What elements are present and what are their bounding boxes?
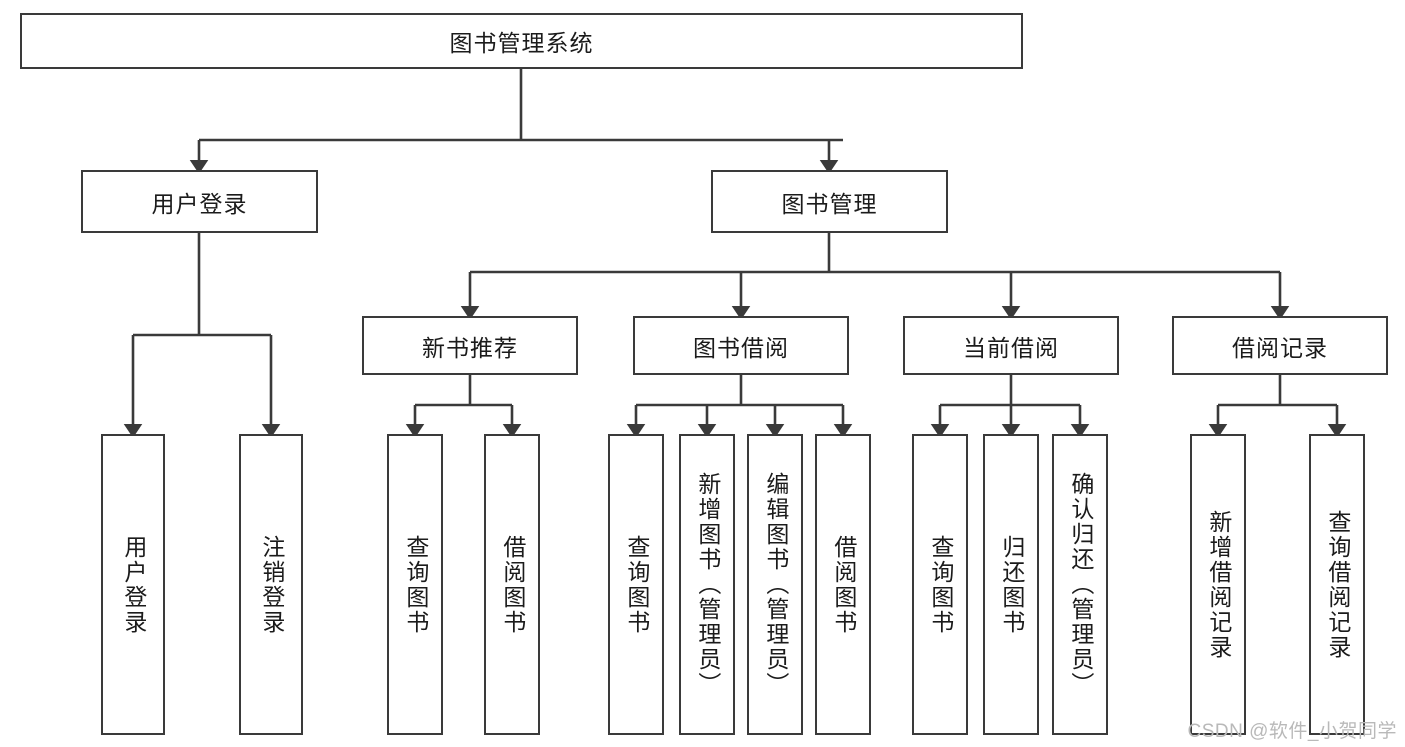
node-label: 图书管理 xyxy=(781,190,878,217)
node-level3-book-borrow[interactable]: 图书借阅 xyxy=(633,316,849,375)
node-leaf-logout[interactable]: 注销登录 xyxy=(239,434,303,735)
node-label: 查询图书 xyxy=(402,534,429,635)
node-level3-new-book-recommend[interactable]: 新书推荐 xyxy=(362,316,578,375)
node-label: 借阅图书 xyxy=(499,534,526,635)
node-leaf-borrow-book[interactable]: 借阅图书 xyxy=(815,434,871,735)
node-leaf-query-book-recommend[interactable]: 查询图书 xyxy=(387,434,443,735)
node-label: 编辑图书（管理员） xyxy=(762,472,789,697)
node-label: 用户登录 xyxy=(151,190,248,217)
node-label: 图书借阅 xyxy=(693,334,789,361)
node-label: 确认归还（管理员） xyxy=(1067,472,1094,697)
node-label: 注销登录 xyxy=(258,534,285,635)
node-leaf-query-borrow-record[interactable]: 查询借阅记录 xyxy=(1309,434,1365,735)
node-level2-user-login[interactable]: 用户登录 xyxy=(81,170,318,233)
node-leaf-borrow-book-recommend[interactable]: 借阅图书 xyxy=(484,434,540,735)
node-leaf-add-book-admin[interactable]: 新增图书（管理员） xyxy=(679,434,735,735)
node-label: 查询图书 xyxy=(927,534,954,635)
node-level3-current-borrow[interactable]: 当前借阅 xyxy=(903,316,1119,375)
node-root[interactable]: 图书管理系统 xyxy=(20,13,1023,69)
node-leaf-return-book[interactable]: 归还图书 xyxy=(983,434,1039,735)
node-label: 查询借阅记录 xyxy=(1324,509,1351,660)
node-label: 新书推荐 xyxy=(422,334,518,361)
node-leaf-confirm-return-admin[interactable]: 确认归还（管理员） xyxy=(1052,434,1108,735)
node-level2-book-management[interactable]: 图书管理 xyxy=(711,170,948,233)
node-label: 用户登录 xyxy=(120,534,147,635)
node-leaf-user-login[interactable]: 用户登录 xyxy=(101,434,165,735)
node-label: 查询图书 xyxy=(623,534,650,635)
csdn-watermark: CSDN @软件_小贺同学 xyxy=(1187,721,1397,742)
node-root-label: 图书管理系统 xyxy=(449,30,594,56)
node-leaf-add-borrow-record[interactable]: 新增借阅记录 xyxy=(1190,434,1246,735)
node-leaf-query-book-current[interactable]: 查询图书 xyxy=(912,434,968,735)
node-label: 归还图书 xyxy=(998,534,1025,635)
node-label: 新增借阅记录 xyxy=(1205,509,1232,660)
node-label: 新增图书（管理员） xyxy=(694,472,721,697)
node-label: 借阅图书 xyxy=(830,534,857,635)
node-label: 当前借阅 xyxy=(963,334,1059,361)
node-level3-borrow-record[interactable]: 借阅记录 xyxy=(1172,316,1388,375)
node-leaf-query-book-borrow[interactable]: 查询图书 xyxy=(608,434,664,735)
node-label: 借阅记录 xyxy=(1232,334,1328,361)
node-leaf-edit-book-admin[interactable]: 编辑图书（管理员） xyxy=(747,434,803,735)
